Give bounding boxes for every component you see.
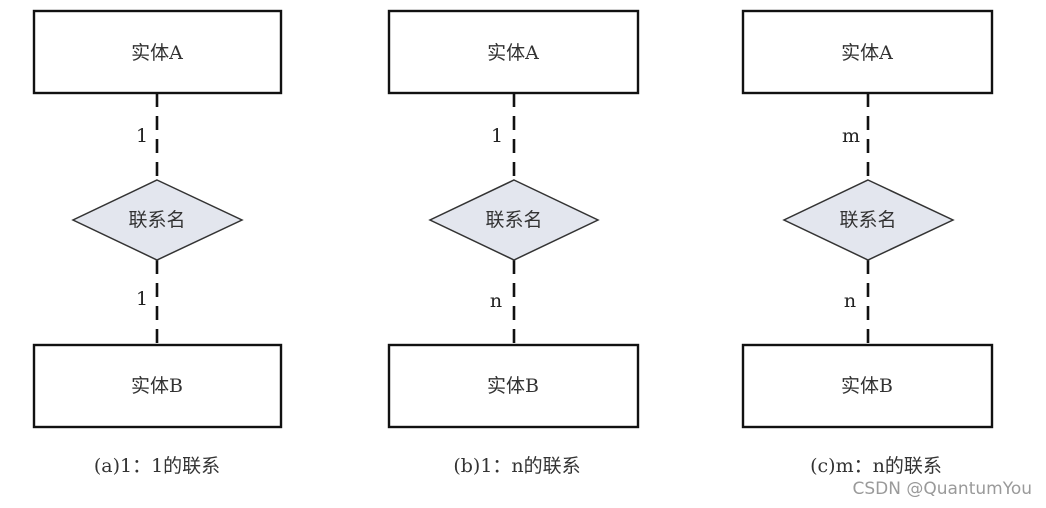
entity-b-label: 实体B xyxy=(487,375,539,397)
caption-b: (b)1：n的联系 xyxy=(453,455,580,477)
relationship-diamond xyxy=(428,179,600,261)
cardinality-top-label: 1 xyxy=(491,125,503,147)
entity-b-box xyxy=(741,343,994,429)
caption-a: (a)1：1的联系 xyxy=(94,455,220,477)
cardinality-top-label: 1 xyxy=(136,125,148,147)
watermark-label: CSDN @QuantumYou xyxy=(852,479,1032,499)
cardinality-bottom-label: n xyxy=(490,290,502,312)
entity-a-label: 实体A xyxy=(131,42,183,64)
entity-b-label: 实体B xyxy=(841,375,893,397)
relationship-diamond xyxy=(71,179,244,261)
entity-a-box xyxy=(32,9,283,95)
caption-c: (c)m：n的联系 xyxy=(810,455,942,477)
cardinality-top-label: m xyxy=(842,125,860,147)
panel-one-to-many: 实体A 联系名 1 n 实体B (b)1：n的联系 xyxy=(387,9,640,477)
entity-a-label: 实体A xyxy=(841,42,893,64)
panel-many-to-many: 实体A 联系名 m n 实体B (c)m：n的联系 xyxy=(741,9,994,477)
panel-one-to-one: 实体A 联系名 1 1 实体B (a)1：1的联系 xyxy=(32,9,283,477)
cardinality-bottom-label: 1 xyxy=(136,288,148,310)
cardinality-bottom-label: n xyxy=(844,290,856,312)
relationship-label: 联系名 xyxy=(839,209,896,231)
entity-a-box xyxy=(741,9,994,95)
entity-b-box xyxy=(387,343,640,429)
relationship-label: 联系名 xyxy=(485,209,542,231)
relationship-diamond xyxy=(782,179,955,261)
entity-b-box xyxy=(32,343,283,429)
relationship-label: 联系名 xyxy=(128,209,185,231)
entity-b-label: 实体B xyxy=(131,375,183,397)
entity-a-label: 实体A xyxy=(487,42,539,64)
entity-a-box xyxy=(387,9,640,95)
